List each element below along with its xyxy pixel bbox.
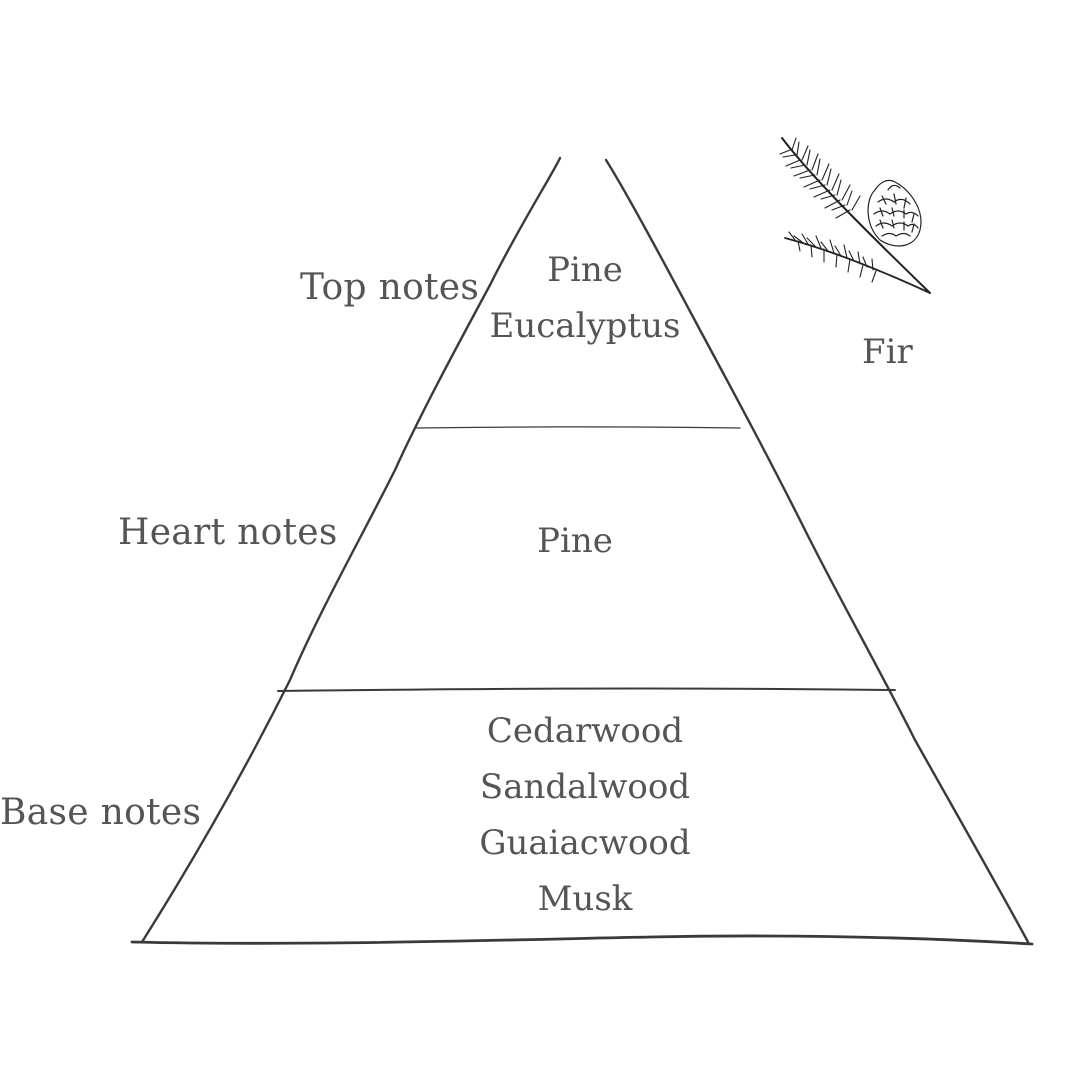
base-note-item: Musk bbox=[537, 879, 633, 919]
base-notes-list: Cedarwood Sandalwood Guaiacwood Musk bbox=[435, 703, 735, 927]
pine-branch-with-cone-icon bbox=[779, 137, 931, 294]
pyramid-base-line bbox=[130, 934, 1034, 946]
top-note-item: Eucalyptus bbox=[489, 306, 681, 346]
heart-note-item: Pine bbox=[537, 521, 613, 561]
fir-caption: Fir bbox=[862, 332, 913, 372]
base-notes-label: Base notes bbox=[0, 792, 202, 833]
pyramid-left-edge bbox=[140, 156, 562, 944]
top-notes-list: Pine Eucalyptus bbox=[435, 242, 735, 354]
top-note-item: Pine bbox=[547, 250, 623, 290]
heart-notes-label: Heart notes bbox=[118, 512, 338, 553]
base-note-item: Sandalwood bbox=[479, 767, 691, 807]
pyramid-divider-top bbox=[414, 426, 741, 429]
base-note-item: Guaiacwood bbox=[479, 823, 691, 863]
heart-notes-list: Pine bbox=[425, 513, 725, 569]
base-note-item: Cedarwood bbox=[486, 711, 684, 751]
pyramid-divider-bottom bbox=[277, 687, 896, 692]
top-notes-label: Top notes bbox=[300, 267, 480, 308]
pyramid-right-edge bbox=[604, 158, 1030, 944]
